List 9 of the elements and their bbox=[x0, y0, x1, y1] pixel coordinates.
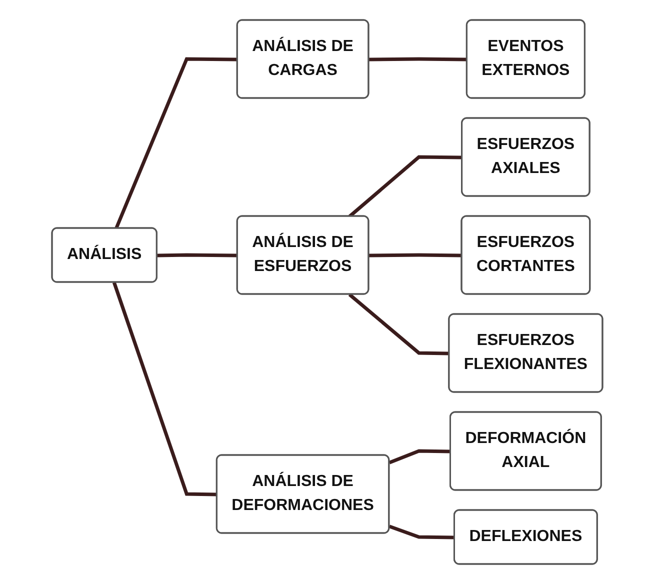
connector bbox=[369, 253, 462, 258]
connector bbox=[389, 449, 452, 464]
connector bbox=[348, 293, 450, 356]
connector bbox=[112, 282, 218, 496]
connector bbox=[369, 57, 468, 62]
connector bbox=[157, 253, 238, 258]
connector bbox=[114, 57, 238, 230]
connector bbox=[389, 524, 456, 540]
connector bbox=[348, 155, 463, 218]
